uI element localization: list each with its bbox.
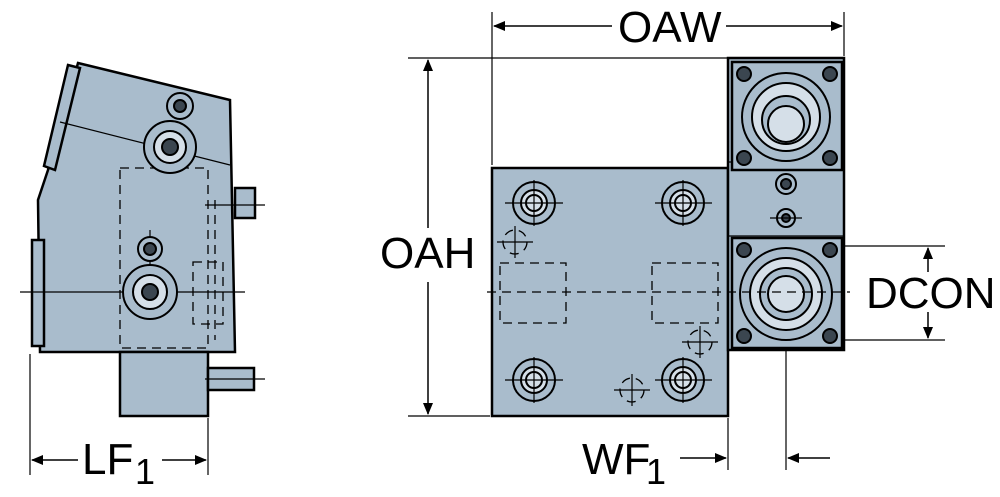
upper-bolt-4	[822, 150, 838, 166]
lower-bolt-4	[822, 328, 838, 344]
upper-spindle-bore	[767, 105, 805, 143]
side-pin-upper	[233, 186, 257, 220]
lower-bolt-3	[736, 328, 752, 344]
side-hidden-pocket	[192, 261, 224, 325]
hidden-pocket-right	[651, 262, 719, 324]
lf-label: LF	[82, 435, 133, 484]
front-view: OAW OAH DCON WF 1	[380, 3, 996, 492]
oaw-label: OAW	[618, 3, 722, 52]
side-flange-bottom	[30, 238, 46, 348]
wf-subscript: 1	[646, 451, 666, 492]
side-flange-top	[42, 63, 82, 172]
wf-label: WF	[582, 435, 650, 484]
upper-bolt-1	[736, 66, 752, 82]
lower-spindle-bore	[767, 275, 805, 313]
upper-bolt-2	[822, 66, 838, 82]
lower-bolt-1	[736, 242, 752, 258]
lower-bolt-2	[822, 242, 838, 258]
lf-subscript: 1	[135, 451, 155, 492]
hidden-pocket-left	[499, 262, 567, 324]
side-lower-block	[118, 350, 210, 418]
side-view: LF 1	[20, 61, 265, 492]
oah-label: OAH	[380, 229, 475, 278]
dcon-label: DCON	[866, 269, 996, 318]
upper-bolt-3	[736, 150, 752, 166]
